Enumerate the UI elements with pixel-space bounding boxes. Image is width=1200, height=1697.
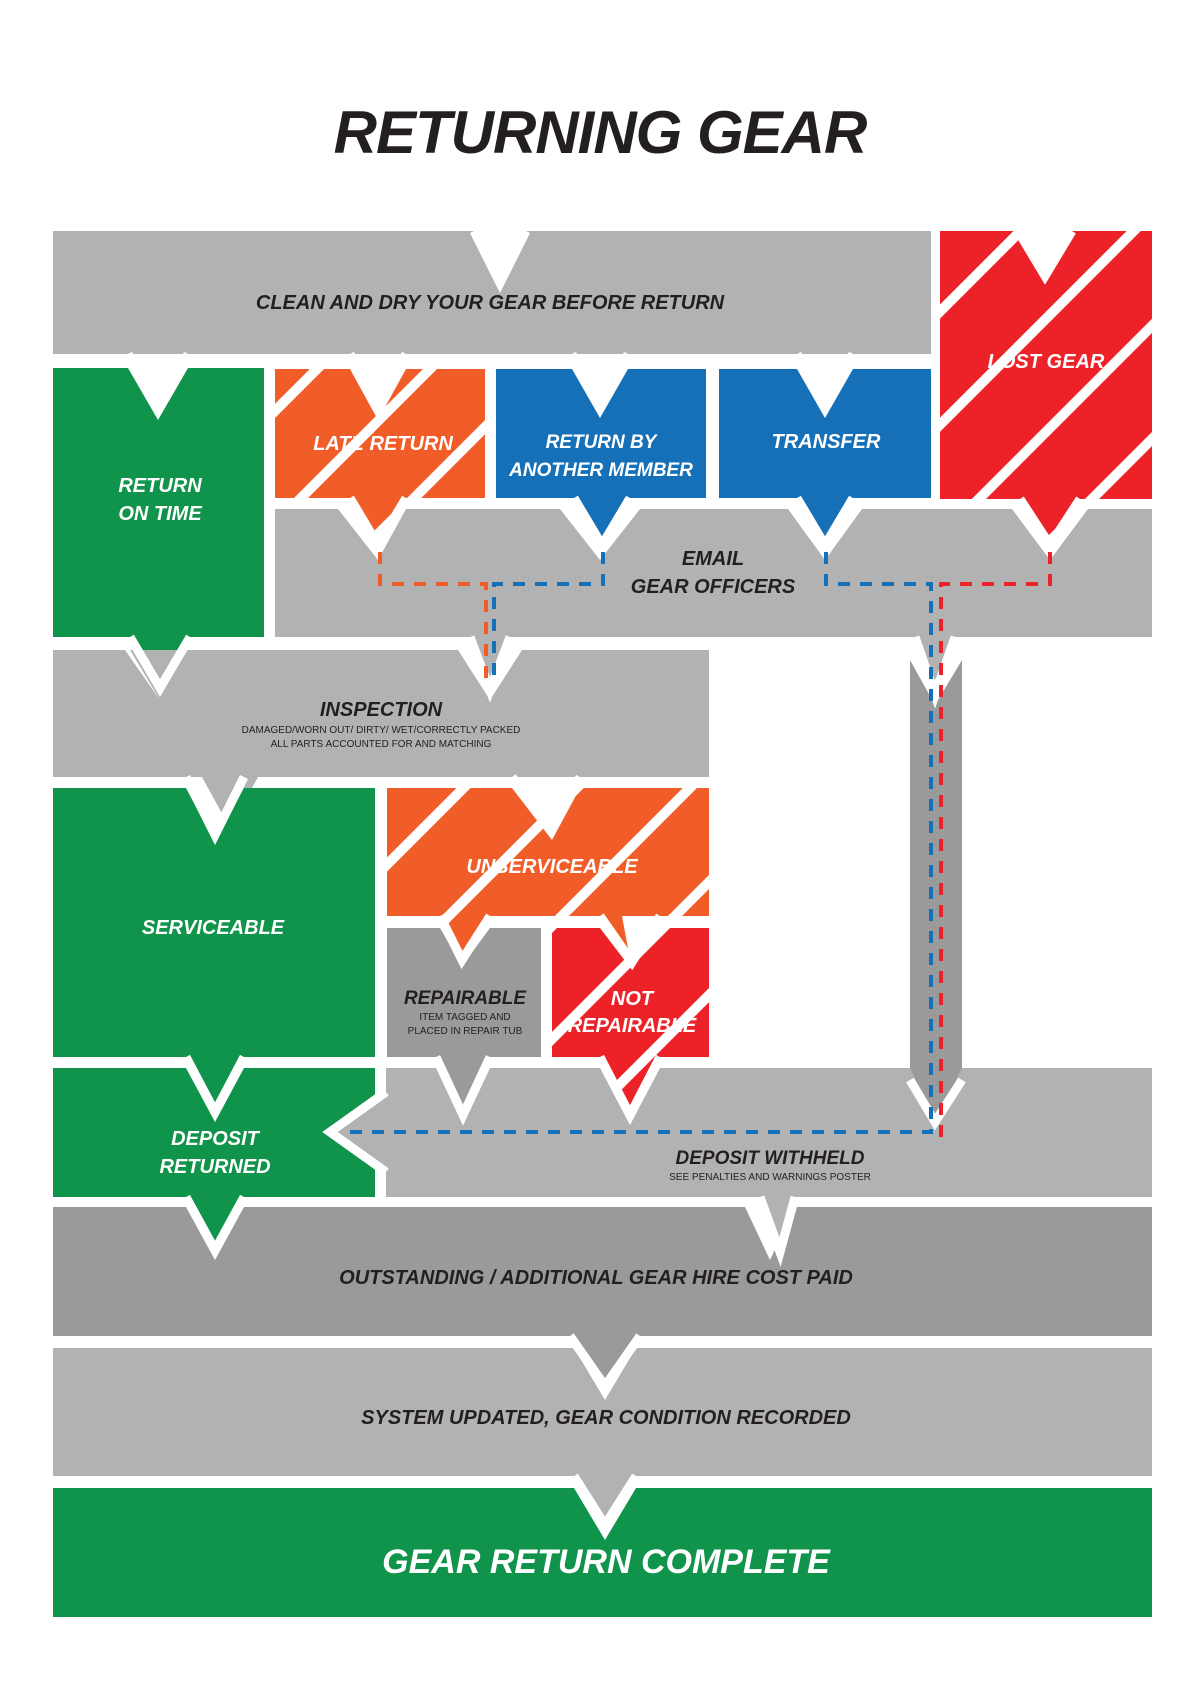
step-not-repairable-line1: NOT: [611, 988, 655, 1010]
step-inspection-label: INSPECTION: [320, 699, 443, 721]
dashed-connectors: [340, 552, 1052, 1138]
step-deposit-withheld-sub: SEE PENALTIES AND WARNINGS POSTER: [669, 1172, 871, 1183]
step-by-member-line1: RETURN BY: [546, 432, 659, 453]
step-repairable-sub1: ITEM TAGGED AND: [419, 1012, 510, 1023]
step-email-gear-officers: EMAIL GEAR OFFICERS: [275, 509, 1152, 680]
step-late-return: LATE RETURN: [275, 369, 485, 545]
step-lost-gear: LOST GEAR: [940, 231, 1152, 545]
step-complete-label: GEAR RETURN COMPLETE: [382, 1543, 831, 1581]
step-serviceable-label: SERVICEABLE: [142, 917, 285, 939]
step-unserviceable: UNSERVICEABLE: [387, 788, 709, 970]
step-unserviceable-label: UNSERVICEABLE: [466, 856, 638, 878]
step-by-member-line2: ANOTHER MEMBER: [508, 460, 693, 481]
connector-lost-transfer: [910, 660, 962, 1122]
step-not-repairable-line2: REPAIRABLE: [568, 1015, 697, 1037]
step-deposit-returned: DEPOSIT RETURNED: [53, 1068, 375, 1250]
step-repairable-sub2: PLACED IN REPAIR TUB: [408, 1026, 523, 1037]
dash-lost-red: [939, 552, 1052, 1138]
step-repairable: REPAIRABLE ITEM TAGGED AND PLACED IN REP…: [387, 928, 541, 1110]
step-not-repairable: NOT REPAIRABLE: [552, 928, 709, 1110]
step-outstanding-cost: OUTSTANDING / ADDITIONAL GEAR HIRE COST …: [53, 1207, 1152, 1386]
step-outstanding-label: OUTSTANDING / ADDITIONAL GEAR HIRE COST …: [339, 1267, 853, 1289]
step-lost-gear-label: LOST GEAR: [988, 351, 1105, 373]
step-email-line1: EMAIL: [682, 548, 744, 570]
step-deposit-withheld: DEPOSIT WITHHELD SEE PENALTIES AND WARNI…: [330, 1068, 1152, 1250]
step-on-time-line2: ON TIME: [118, 503, 202, 525]
step-late-return-label: LATE RETURN: [313, 433, 453, 455]
white-notch-outlines: [124, 228, 1084, 1534]
step-clean-and-dry: CLEAN AND DRY YOUR GEAR BEFORE RETURN: [53, 231, 931, 354]
step-system-updated: SYSTEM UPDATED, GEAR CONDITION RECORDED: [53, 1348, 1152, 1525]
step-transfer-label: TRANSFER: [772, 431, 881, 453]
dash-transfer-blue: [340, 552, 933, 1134]
step-deposit-returned-line1: DEPOSIT: [171, 1128, 261, 1150]
step-email-line2: GEAR OFFICERS: [631, 576, 796, 598]
step-system-label: SYSTEM UPDATED, GEAR CONDITION RECORDED: [361, 1407, 851, 1429]
step-gear-return-complete: GEAR RETURN COMPLETE: [53, 1488, 1152, 1617]
step-inspection-sub1: DAMAGED/WORN OUT/ DIRTY/ WET/CORRECTLY P…: [242, 725, 521, 736]
step-transfer: TRANSFER: [719, 369, 931, 545]
step-deposit-withheld-label: DEPOSIT WITHHELD: [676, 1148, 865, 1169]
step-return-on-time: RETURN ON TIME: [53, 368, 264, 688]
page-title: RETURNING GEAR: [334, 99, 867, 166]
dash-late-orange: [378, 552, 488, 680]
step-inspection: INSPECTION DAMAGED/WORN OUT/ DIRTY/ WET/…: [53, 650, 709, 828]
step-return-by-member: RETURN BY ANOTHER MEMBER: [496, 369, 706, 545]
step-repairable-label: REPAIRABLE: [404, 988, 527, 1009]
step-serviceable: SERVICEABLE: [53, 788, 375, 1110]
step-on-time-line1: RETURN: [118, 475, 202, 497]
step-clean-label: CLEAN AND DRY YOUR GEAR BEFORE RETURN: [256, 292, 725, 314]
step-deposit-returned-line2: RETURNED: [159, 1156, 270, 1178]
step-inspection-sub2: ALL PARTS ACCOUNTED FOR AND MATCHING: [271, 739, 492, 750]
